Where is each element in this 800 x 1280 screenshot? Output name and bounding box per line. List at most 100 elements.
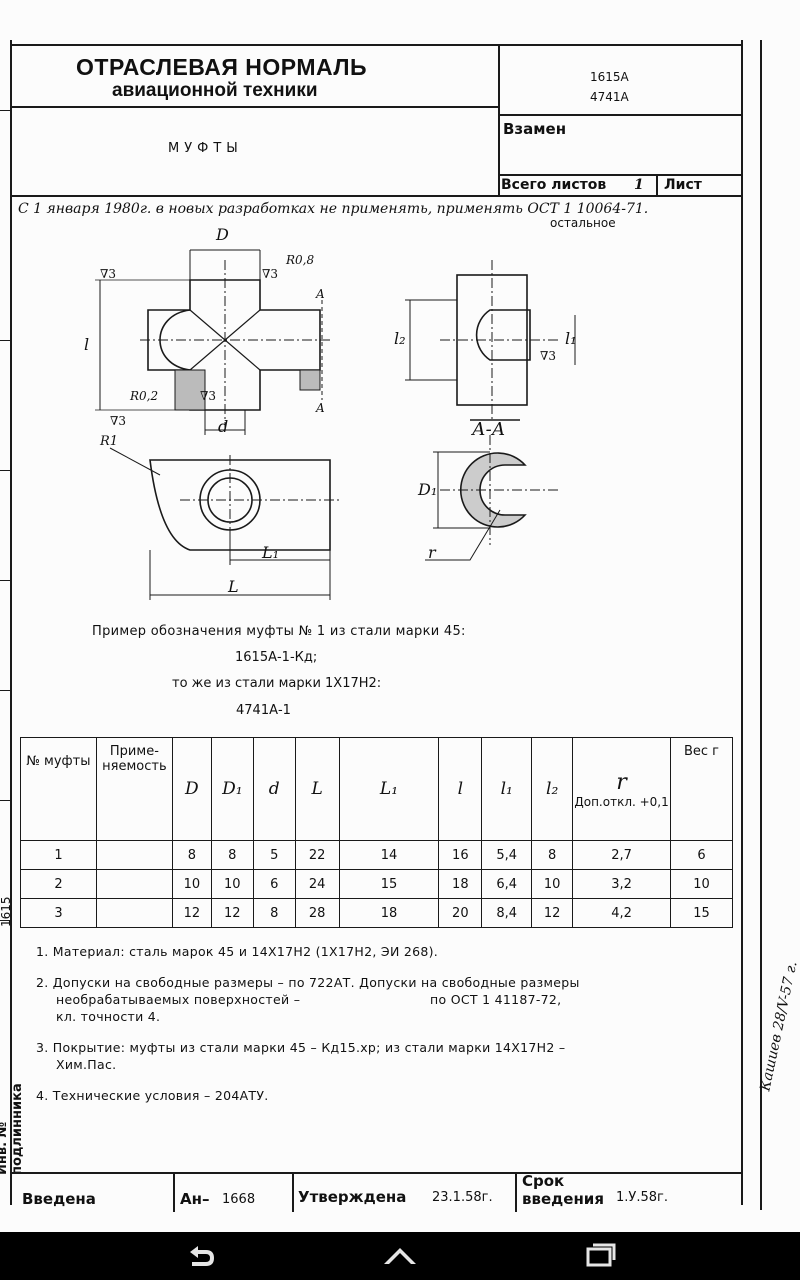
header-D: D	[171, 737, 212, 841]
technical-drawing: D R0,8 A A l R0,2 d R1 L₁ L l₂ l₁ А-А D₁…	[84, 225, 577, 600]
section-mark-bottom: A	[315, 401, 325, 415]
cell-D: 12	[171, 898, 212, 928]
cell-l: 16	[438, 840, 483, 870]
standard-code-1: 1615А	[590, 70, 629, 84]
table-row: 2 10 10 6 24 15 18 6,4 10 3,2 10	[20, 869, 733, 899]
term-label-2: введения	[522, 1190, 604, 1208]
margin-tick	[0, 580, 11, 581]
cell-l1: 6,4	[481, 869, 533, 899]
cell-d: 5	[252, 840, 296, 870]
recent-apps-icon	[586, 1243, 616, 1267]
cell-l: 20	[438, 898, 483, 928]
margin-tick	[0, 920, 11, 921]
an-value: 1668	[222, 1192, 256, 1207]
handwritten-note: С 1 января 1980г. в новых разработках не…	[18, 201, 649, 217]
an-label: Ан–	[180, 1190, 210, 1208]
dim-L: L	[227, 577, 239, 596]
header-usage: Приме-няемость	[95, 737, 173, 841]
header-vertical-divider	[498, 44, 500, 196]
cell-L1: 15	[338, 869, 440, 899]
note-4: 4. Технические условия – 204АТУ.	[36, 1088, 269, 1103]
header-r: r Доп.откл. +0,1	[572, 737, 672, 841]
approved-label: Утверждена	[298, 1188, 407, 1206]
dim-D: D	[215, 225, 229, 244]
example-line-3: то же из стали марки 1Х17Н2:	[172, 676, 382, 691]
header-r-symbol: r	[616, 769, 627, 795]
header-L: L	[294, 737, 340, 841]
note-2-line-3: кл. точности 4.	[56, 1009, 161, 1024]
header-bottom-line	[12, 195, 742, 197]
sheets-value: 1	[634, 177, 644, 193]
cell-L: 28	[294, 898, 340, 928]
dim-l2: l₂	[394, 329, 406, 348]
technical-notes: 1. Материал: сталь марок 45 и 14Х17Н2 (1…	[36, 943, 686, 1118]
footer-top-line	[12, 1172, 742, 1174]
cell-r: 4,2	[572, 898, 672, 928]
section-mark-top: A	[315, 287, 325, 301]
document-sheet: Инв. № подлинника 1615 Кашиев 28/V-57 г.…	[0, 40, 800, 1212]
item-name: МУФТЫ	[168, 141, 243, 156]
standard-subtitle: авиационной техники	[112, 80, 318, 101]
example-line-2: 1615А-1-Кд;	[235, 650, 318, 665]
section-view	[459, 452, 527, 528]
cell-num: 3	[20, 898, 97, 928]
recent-apps-button[interactable]	[576, 1240, 624, 1272]
dimensions-table: № муфты Приме-няемость D D₁ d L L₁ l l₁ …	[20, 737, 733, 928]
sheet-divider	[656, 175, 658, 196]
table-row: 3 12 12 8 28 18 20 8,4 12 4,2 15	[20, 898, 733, 928]
header-divider-right2	[498, 174, 742, 176]
cell-r: 2,7	[572, 840, 672, 870]
section-label: А-А	[470, 419, 505, 440]
cell-L1: 14	[338, 840, 440, 870]
side-view-slot	[475, 309, 531, 361]
sheet-label: Лист	[664, 177, 702, 193]
footer-divider-1	[173, 1172, 175, 1212]
dim-r: r	[428, 543, 437, 562]
right-margin-signature: Кашиев 28/V-57 г.	[757, 959, 800, 1093]
header-l1: l₁	[481, 737, 533, 841]
cell-r: 3,2	[572, 869, 672, 899]
header-divider-right	[498, 114, 742, 116]
cell-L: 24	[294, 869, 340, 899]
cell-l1: 8,4	[481, 898, 533, 928]
cell-l2: 10	[531, 869, 574, 899]
cell-D1: 8	[210, 840, 254, 870]
roughness-mark-3: ∇3	[110, 414, 126, 428]
roughness-mark-2: ∇3	[262, 267, 278, 281]
roughness-mark-5: ∇3	[540, 349, 556, 363]
cell-d: 6	[252, 869, 296, 899]
back-button[interactable]	[176, 1240, 224, 1272]
dim-d: d	[218, 417, 228, 436]
cell-l2: 12	[531, 898, 574, 928]
note-2-line-1: 2. Допуски на свободные размеры – по 722…	[36, 975, 580, 990]
cell-D: 8	[171, 840, 212, 870]
hatched-section	[174, 369, 206, 411]
original-inventory-label: Инв. № подлинника	[0, 1083, 25, 1175]
note-2-surfaces: необрабатываемых поверхностей –	[56, 992, 301, 1007]
cell-usage	[95, 840, 173, 870]
roughness-mark-4: ∇3	[200, 389, 216, 403]
table-header-row: № муфты Приме-няемость D D₁ d L L₁ l l₁ …	[20, 737, 733, 841]
margin-tick	[0, 110, 11, 111]
note-3-line-1: 3. Покрытие: муфты из стали марки 45 – К…	[36, 1040, 566, 1055]
cell-usage	[95, 869, 173, 899]
home-button[interactable]	[376, 1240, 424, 1272]
cell-weight: 15	[670, 898, 733, 928]
header-divider	[12, 106, 500, 108]
note-2-line-2: необрабатываемых поверхностей – по ОСТ 1…	[56, 991, 686, 1008]
cell-l1: 5,4	[481, 840, 533, 870]
left-margin-line	[10, 40, 12, 1205]
margin-tick	[0, 800, 11, 801]
term-value: 1.У.58г.	[616, 1190, 668, 1205]
margin-tick	[0, 470, 11, 471]
dim-R02: R0,2	[129, 389, 158, 403]
original-inventory-number: 1615	[0, 896, 13, 927]
roughness-mark-1: ∇3	[100, 267, 116, 281]
margin-tick	[0, 690, 11, 691]
standard-code-2: 4741А	[590, 90, 629, 104]
home-icon	[384, 1248, 416, 1264]
cell-D: 10	[171, 869, 212, 899]
header-r-tolerance: Доп.откл. +0,1	[574, 794, 669, 809]
header-weight: Вес г	[670, 737, 733, 841]
term-label-1: Срок	[522, 1172, 565, 1190]
